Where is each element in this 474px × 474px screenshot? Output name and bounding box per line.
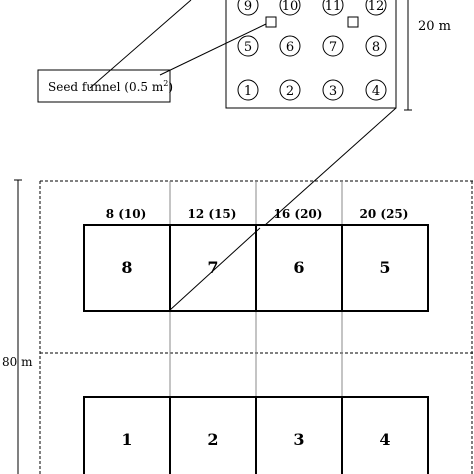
zoom-line-left: [89, 0, 192, 89]
subplot-circle: [237, 79, 259, 101]
subplot-circle: [322, 79, 344, 101]
inset-dimension-label: 20 m: [418, 19, 451, 34]
subplot-number: 9: [244, 0, 252, 14]
subplot-circle: [365, 0, 387, 16]
plot-number: 8: [121, 258, 132, 277]
subplot-circle: [279, 0, 301, 16]
plot-box: [341, 396, 429, 474]
subplot-number: 3: [329, 84, 337, 99]
plot-box: [341, 224, 429, 312]
plot-header: 20 (25): [360, 207, 409, 221]
subplot-number: 7: [329, 40, 337, 55]
seed-funnel-square: [265, 16, 277, 28]
seed-funnel-callout-text: Seed funnel (0.5 m2): [48, 79, 173, 94]
plot-header: 16 (20): [274, 207, 323, 221]
subplot-circle: [279, 79, 301, 101]
subplot-number: 6: [286, 40, 294, 55]
subplot-number: 5: [244, 40, 252, 55]
plot-box: [255, 396, 343, 474]
subplot-number: 12: [368, 0, 385, 14]
plot-box: [83, 224, 171, 312]
subplot-circle: [279, 35, 301, 57]
inset-plot-border: [225, 0, 397, 109]
plot-number: 4: [379, 430, 390, 449]
subplot-number: 2: [286, 84, 294, 99]
subplot-circle: [365, 79, 387, 101]
subplot-number: 10: [282, 0, 299, 14]
zoom-line-inner: [169, 227, 261, 311]
site-layout: 80 m 8 (10) 12 (15) 16 (20) 20 (25) 8 7 …: [2, 179, 474, 474]
plot-header: 12 (15): [188, 207, 237, 221]
subplot-circle: [365, 35, 387, 57]
plot-number: 6: [293, 258, 304, 277]
site-dimension-label: 80 m: [2, 355, 33, 369]
subplot-number: 4: [372, 84, 380, 99]
plot-number: 7: [207, 258, 218, 277]
subplot-circle: [322, 0, 344, 16]
subplot-circle: [322, 35, 344, 57]
subplot-number: 11: [325, 0, 342, 14]
subplot-number: 8: [372, 40, 380, 55]
subplot-circle: [237, 0, 259, 16]
plot-header: 8 (10): [106, 207, 147, 221]
plot-box: [83, 396, 171, 474]
subplot-circle: [237, 35, 259, 57]
plot-number: 2: [207, 430, 218, 449]
seed-funnel-callout-box: [37, 69, 171, 103]
seed-funnel-leader-line: [159, 23, 267, 76]
plot-box: [255, 224, 343, 312]
plot-number: 3: [293, 430, 304, 449]
plot-number: 5: [379, 258, 390, 277]
plot-number: 1: [121, 430, 132, 449]
subplot-number: 1: [244, 84, 252, 99]
seed-funnel-square: [347, 16, 359, 28]
inset-plot: 9 10 11 12 5 6 7 8 1 2 3 4 20 m S: [37, 0, 451, 311]
